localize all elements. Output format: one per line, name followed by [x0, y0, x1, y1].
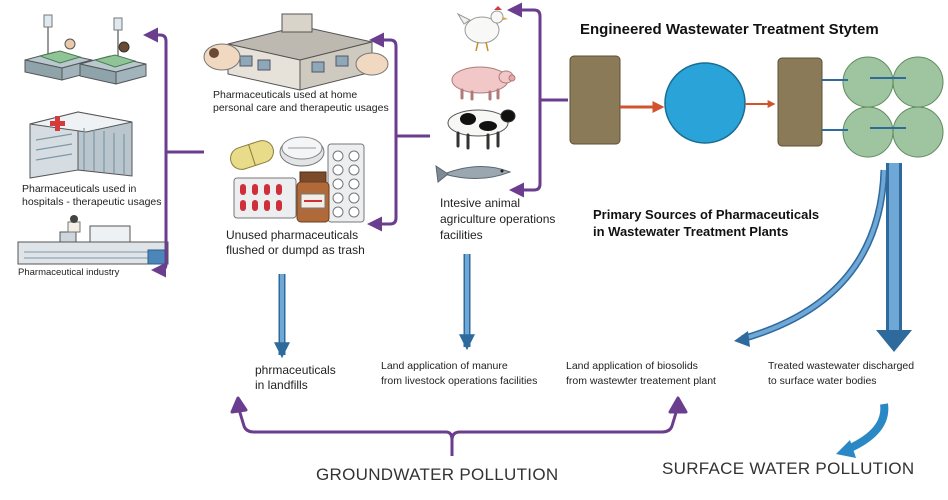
aeration-tank [664, 62, 746, 144]
fish-icon [435, 164, 512, 183]
unused-label: Unused pharmaceuticals flushed or dumpd … [226, 228, 365, 257]
treated-label: Treated wastewater discharged to surface… [768, 360, 915, 387]
clarifier-3 [842, 106, 894, 158]
chicken-icon [456, 6, 508, 52]
pills-icon [230, 136, 365, 223]
bracket-home-unused [367, 32, 430, 232]
secondary-tank [777, 57, 823, 147]
clarifier-4 [892, 106, 944, 158]
clarifier-1 [842, 56, 894, 108]
arrow-to-treated [876, 163, 912, 352]
arrow-to-surface [836, 403, 889, 458]
biosolids-label: Land application of biosolids from waste… [566, 360, 716, 387]
primary-tank [569, 55, 621, 145]
arrow-to-biosolids [734, 169, 888, 347]
home-label: Pharmaceuticals used at home personal ca… [213, 89, 389, 114]
industry-label: Pharmaceutical industry [18, 267, 120, 278]
bracket-animal [507, 2, 568, 198]
cow-icon [447, 109, 516, 150]
treatment-system [569, 55, 944, 158]
groundwater-pollution-label: GROUNDWATER POLLUTION [316, 465, 559, 484]
house-icon [203, 13, 389, 91]
bracket-groundwater [230, 396, 688, 456]
manure-label: Land application of manure from livestoc… [381, 360, 538, 387]
hospital-beds-icon [24, 14, 147, 85]
diagram-title: Engineered Wastewater Treatment Stytem [580, 21, 879, 38]
animal-label: Intesive animal agriculture operations f… [440, 196, 556, 242]
primary-sources-label: Primary Sources of Pharmaceuticals in Wa… [593, 207, 820, 239]
surface-water-pollution-label: SURFACE WATER POLLUTION [662, 459, 915, 478]
landfills-label: phrmaceuticals in landfills [255, 363, 336, 392]
pig-icon [451, 66, 516, 101]
clarifier-2 [892, 56, 944, 108]
bracket-hospital-industry [143, 27, 204, 278]
hospitals-label: Pharmaceuticals used in hospitals - ther… [22, 183, 162, 208]
hospital-building-icon [29, 111, 133, 179]
factory-icon [17, 215, 169, 265]
